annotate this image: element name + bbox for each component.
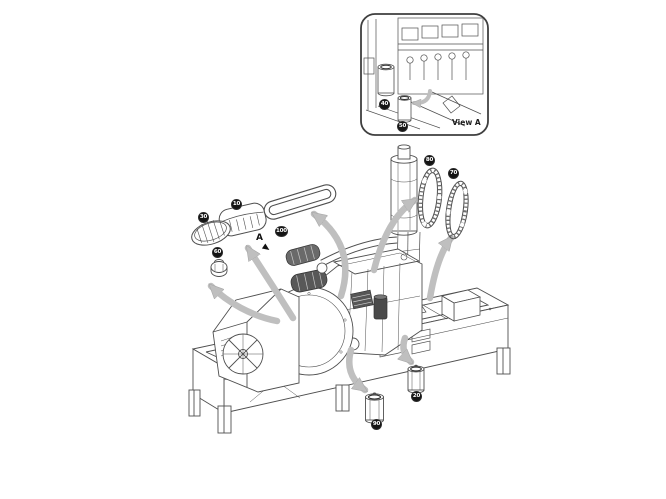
arrow-to-right-filter	[403, 334, 415, 366]
breather-cap-part	[210, 259, 228, 277]
arrow-to-left-filter	[346, 346, 369, 394]
callout-100: 100	[275, 226, 288, 237]
view-a-inset	[360, 13, 489, 136]
right-filter-part	[407, 364, 425, 394]
arrow-to-caps	[207, 282, 281, 325]
turbocharger	[285, 244, 328, 293]
inset-small-filter-part	[397, 95, 412, 123]
callout-40: 40	[379, 99, 390, 110]
skid-equipment-box	[440, 289, 482, 322]
view-a-inset-label: View A	[452, 118, 481, 127]
alternator-fan-guard	[222, 333, 264, 375]
arrow-to-right-belt	[426, 234, 455, 302]
left-filter-part	[365, 392, 384, 424]
right-seal-ring-part	[445, 180, 469, 240]
callout-30: 30	[198, 212, 209, 223]
left-seal-ring-part	[417, 167, 443, 229]
callout-10: 10	[231, 199, 242, 210]
inset-large-filter-part	[377, 63, 395, 97]
callout-90: 90	[371, 419, 382, 430]
view-direction-label: A	[256, 233, 263, 243]
arrow-to-gasket	[310, 210, 349, 300]
callout-60: 60	[212, 247, 223, 258]
arrow-to-left-belt	[370, 196, 419, 274]
oval-grille-part	[191, 220, 231, 246]
engine-oil-filter	[373, 294, 388, 320]
arrow-to-valve-cover	[244, 244, 297, 322]
inset-arrow	[414, 89, 432, 103]
callout-70: 70	[448, 168, 459, 179]
callout-80: 80	[424, 155, 435, 166]
callout-20: 20	[411, 391, 422, 402]
callout-50: 50	[397, 121, 408, 132]
skid-foot	[188, 347, 511, 434]
exploded-view-arrows	[207, 196, 455, 394]
valve-cover-gasket-part	[263, 184, 337, 220]
flywheel-vent	[350, 289, 374, 310]
